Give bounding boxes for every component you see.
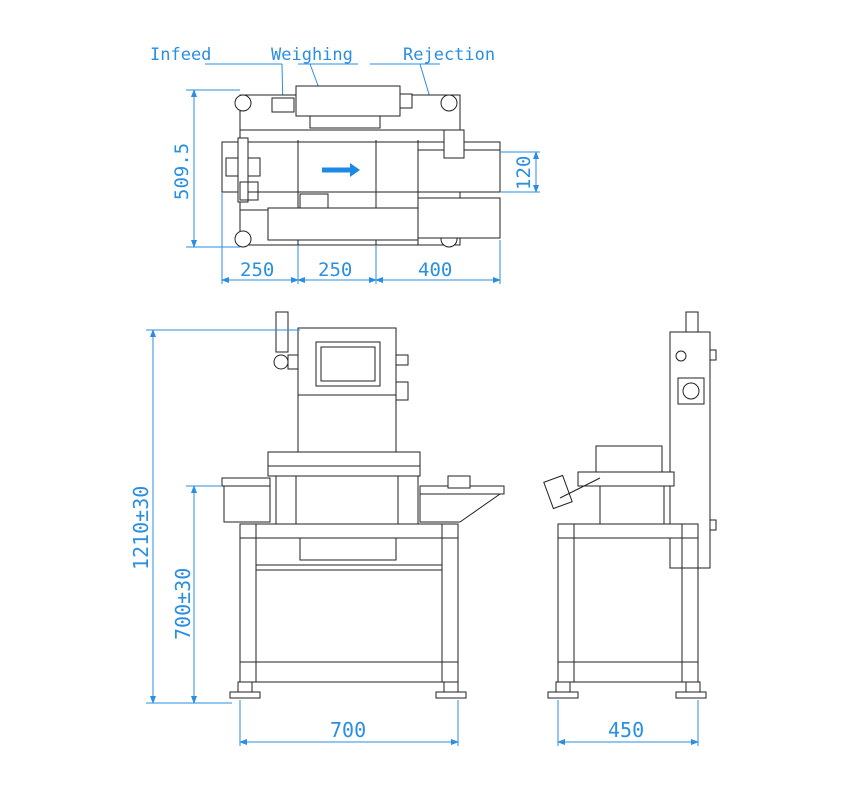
foot-pad-right [435,691,467,699]
head-switch-1 [395,354,409,366]
dim-700-height: 700±30 [171,568,195,640]
infeed-module [223,485,271,523]
side-base [557,661,699,683]
weigh-body [295,475,399,525]
wheel-tr [440,94,458,112]
foot-left [237,681,253,693]
label-rejection: Rejection [403,45,495,65]
side-hinge-1 [709,349,717,361]
foot-pad-left [229,691,261,699]
load-cell-box [299,193,329,209]
stand-top [239,523,459,539]
top-view: Infeed Weighing Rejection [150,45,540,284]
side-light [685,311,699,335]
side-foot-left [555,681,571,693]
reject-pusher [447,475,471,489]
top-display-box [295,85,401,117]
side-foot-right [685,681,701,693]
front-view: 1210±30 700±30 700 [129,311,505,746]
lower-bay [267,207,419,241]
side-pad-left [547,691,579,699]
emergency-stop-icon [682,382,700,400]
dim-250-weighing: 250 [318,259,352,281]
stand-leg-right [441,523,459,683]
side-head [595,445,663,473]
deck-rail [267,465,421,477]
dim-120: 120 [513,156,535,190]
side-hinge-2 [709,519,717,531]
reject-cylinder [443,129,465,159]
side-port [675,350,687,362]
stand-base [239,661,459,683]
dim-450: 450 [608,718,644,742]
head-switch-2 [395,381,409,401]
hmi-screen [320,346,376,382]
infeed-tray [221,477,271,487]
flow-arrow-icon [350,163,360,177]
dim-250-infeed: 250 [240,259,274,281]
stand-leg-left [239,523,257,683]
dim-700-width: 700 [330,718,366,742]
side-handle [543,474,573,510]
label-weighing: Weighing [271,45,353,65]
handle-bracket [239,181,259,201]
side-pad-right [675,691,707,699]
tower-light [275,311,289,353]
reject-bin-top [417,197,501,239]
top-display-base [309,115,381,129]
wheel-bl [234,230,252,248]
reject-chute [419,493,502,523]
dim-1210: 1210±30 [129,486,153,570]
side-deck [577,471,675,487]
dim-509-5: 509.5 [171,143,193,200]
tower-knob [273,354,289,370]
side-switch-box [677,377,705,405]
side-leg-left [557,523,575,683]
top-knob-left [271,97,295,113]
tower-bracket [287,354,299,370]
side-weigh-body [599,485,665,525]
handle-post [237,137,249,203]
wheel-tl [234,94,252,112]
side-stand-top [557,523,699,539]
weighing-belt [297,141,377,193]
foot-right [443,681,459,693]
top-knob-right [399,93,413,109]
side-view: 450 [543,311,717,746]
side-guide [559,477,601,499]
dim-400-rejection: 400 [418,259,452,281]
deck-top [267,451,421,467]
label-infeed: Infeed [150,45,211,65]
